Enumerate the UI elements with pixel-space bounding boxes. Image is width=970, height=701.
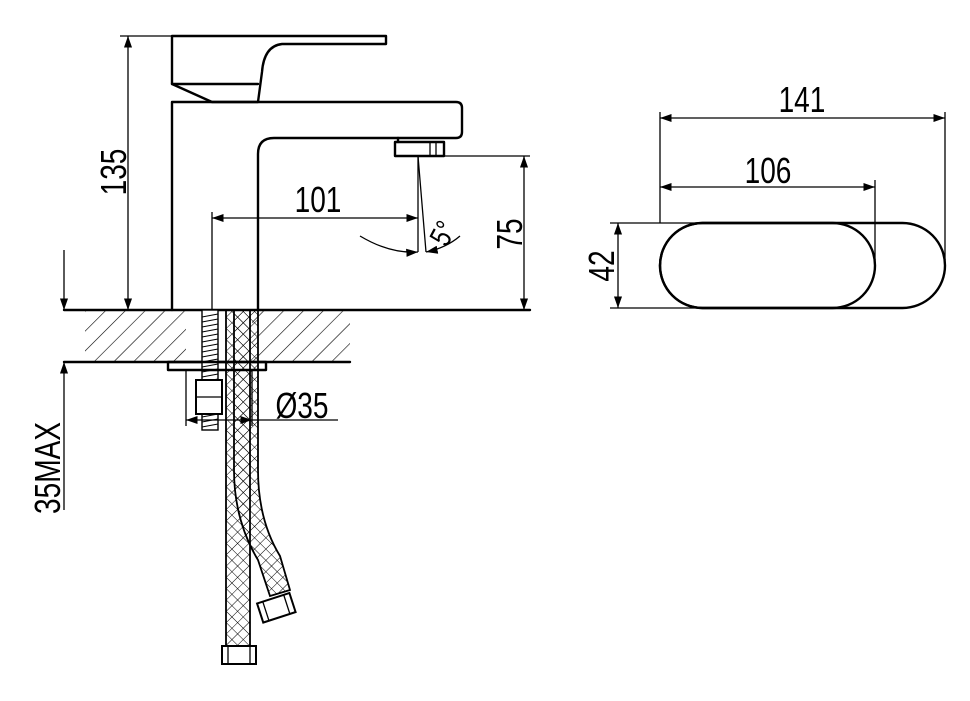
thread-line — [201, 363, 219, 368]
faucet-body — [170, 100, 464, 312]
top-view — [658, 221, 947, 310]
dim-handle-length-label: 106 — [745, 151, 792, 191]
hose-fitting-right — [255, 591, 297, 624]
dim-body-length-label: 141 — [779, 80, 826, 120]
thread-line — [201, 328, 219, 333]
dim-spout-angle: 5° — [359, 155, 463, 257]
dim-body-width-label: 42 — [582, 250, 622, 281]
dim-spout-height: 75 — [444, 155, 530, 310]
dim-spout-angle-label: 5° — [423, 216, 463, 251]
dim-spout-height-label: 75 — [490, 218, 530, 249]
dim-hole-diameter-label: Ø35 — [275, 386, 328, 426]
lever-handle — [170, 34, 388, 104]
dim-deck-thickness-label: 35MAX — [28, 422, 68, 514]
countertop-section — [62, 308, 532, 364]
thread-line — [201, 318, 219, 323]
dim-body-length: 141 — [659, 80, 946, 260]
dim-hole-diameter: Ø35 — [185, 370, 338, 426]
thread-line — [201, 423, 219, 428]
dim-handle-length: 106 — [660, 151, 876, 260]
thread-line — [201, 323, 219, 328]
thread-line — [201, 338, 219, 343]
flex-hoses — [221, 309, 297, 665]
dim-height-total-label: 135 — [94, 149, 134, 196]
dim-body-width: 42 — [582, 222, 700, 309]
thread-line — [201, 333, 219, 338]
dim-deck-thickness: 35MAX — [28, 250, 69, 514]
hose-fitting-left — [221, 645, 257, 665]
dim-height-total: 135 — [94, 35, 172, 310]
thread-line — [201, 343, 219, 348]
thread-line — [201, 313, 219, 318]
dim-spout-reach: 101 — [211, 180, 418, 310]
thread-line — [201, 353, 219, 358]
thread-line — [201, 373, 219, 378]
dim-spout-reach-label: 101 — [295, 180, 342, 220]
thread-line — [201, 348, 219, 353]
